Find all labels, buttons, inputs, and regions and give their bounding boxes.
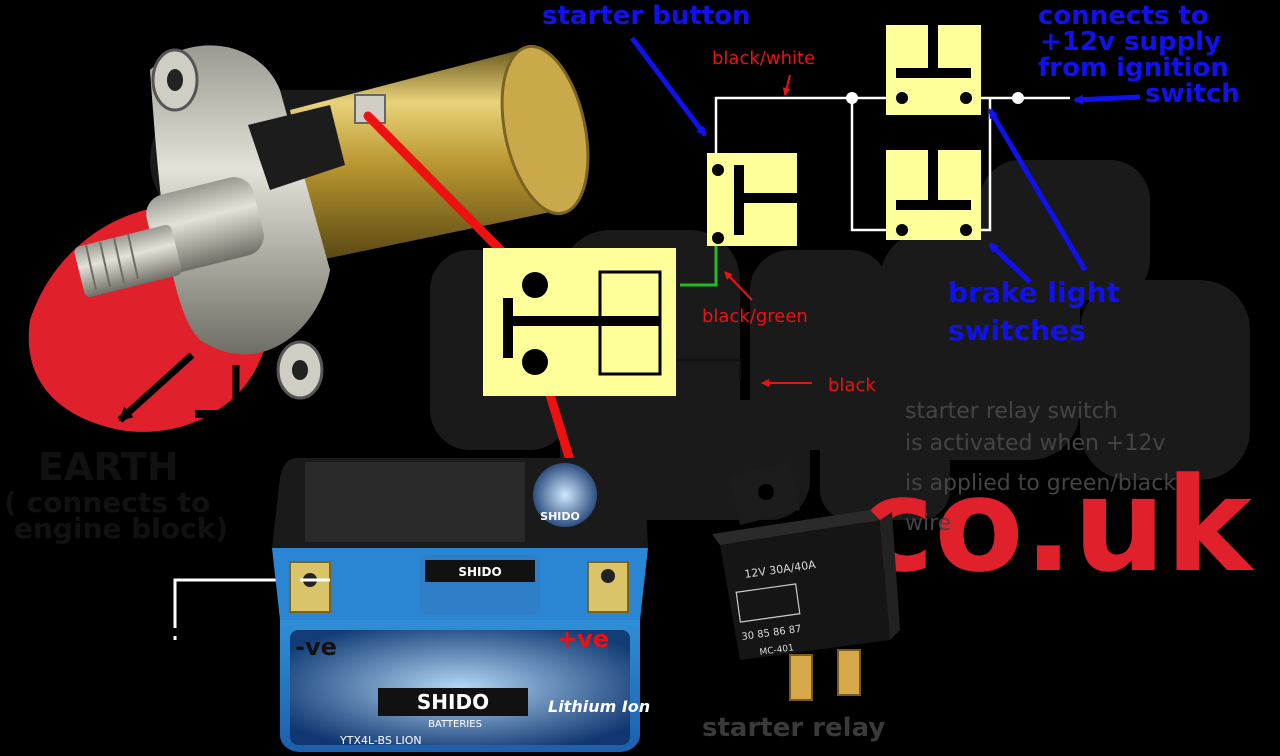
label-black-green: black/green [702, 306, 808, 327]
brake-switch-bottom [886, 135, 981, 240]
battery-sub-brand: BATTERIES [428, 719, 482, 730]
label-supply-1: connects to [1038, 1, 1209, 31]
battery-top-brand: SHIDO [540, 510, 580, 523]
junction-dot [1012, 92, 1024, 104]
battery-brand: SHIDO [417, 690, 489, 714]
relay-note-3: is applied to green/black [905, 471, 1176, 496]
label-starter-button: starter button [542, 1, 751, 31]
battery-model: YTX4L-BS LION [339, 734, 422, 747]
label-supply-3: from ignition [1038, 53, 1229, 83]
wire-black-green [680, 238, 718, 287]
arrow-black-green [724, 271, 753, 301]
starter-motor [74, 44, 590, 400]
relay-code: MC-401 [759, 643, 795, 658]
label-earth-3: engine block) [14, 512, 228, 545]
relay-schematic [483, 248, 676, 396]
earth-symbol-engine [195, 365, 275, 443]
wire-brake-parallel [850, 98, 900, 232]
earth-arrow [117, 352, 195, 423]
label-black-white: black/white [712, 48, 815, 69]
arrow-supply [1073, 94, 1141, 105]
battery-type: Lithium Ion [548, 697, 650, 716]
label-supply-4: switch [1145, 79, 1240, 109]
wire-black [660, 358, 742, 380]
schematic-wiring [173, 92, 1070, 640]
junction-dot [846, 92, 858, 104]
arrow-brake-top [987, 108, 1088, 272]
wire-earth-battery [173, 578, 300, 640]
label-brake-1: brake light [948, 276, 1120, 309]
earth-symbol-battery [138, 628, 213, 661]
arrow-black-white [782, 74, 791, 96]
label-positive: +ve [557, 625, 609, 653]
relay-note-1: starter relay switch [905, 399, 1118, 424]
label-supply-2: +12v supply [1040, 27, 1221, 57]
relay-coil [598, 270, 662, 376]
brake-switch-top [886, 0, 981, 115]
motor-terminal-cover [248, 105, 345, 190]
label-negative: -ve [295, 633, 337, 661]
label-starter-relay: starter relay [702, 713, 885, 743]
label-earth-2: ( connects to [4, 486, 210, 519]
relay-note-2: is activated when +12v [905, 431, 1165, 456]
relay-note-4: wire [905, 511, 951, 536]
wire-black-white [714, 96, 1070, 170]
starter-relay-photo: 12V 30A/40A 30 85 86 87 MC-401 [712, 462, 900, 701]
arrow-starter-button [630, 36, 707, 137]
label-black: black [828, 375, 876, 396]
relay-note: starter relay switch is activated when +… [905, 399, 1176, 536]
battery-cap-brand: SHIDO [458, 565, 501, 579]
earth-arrow [72, 552, 143, 623]
starter-button-symbol [707, 153, 824, 246]
battery: SHIDO SHIDO SHIDO BATTERIES Lithium Ion … [272, 458, 650, 752]
label-brake-2: switches [948, 314, 1086, 347]
motor-end-cap [500, 44, 590, 216]
arrow-brake-bottom [988, 242, 1032, 284]
label-earth: EARTH [38, 445, 179, 489]
